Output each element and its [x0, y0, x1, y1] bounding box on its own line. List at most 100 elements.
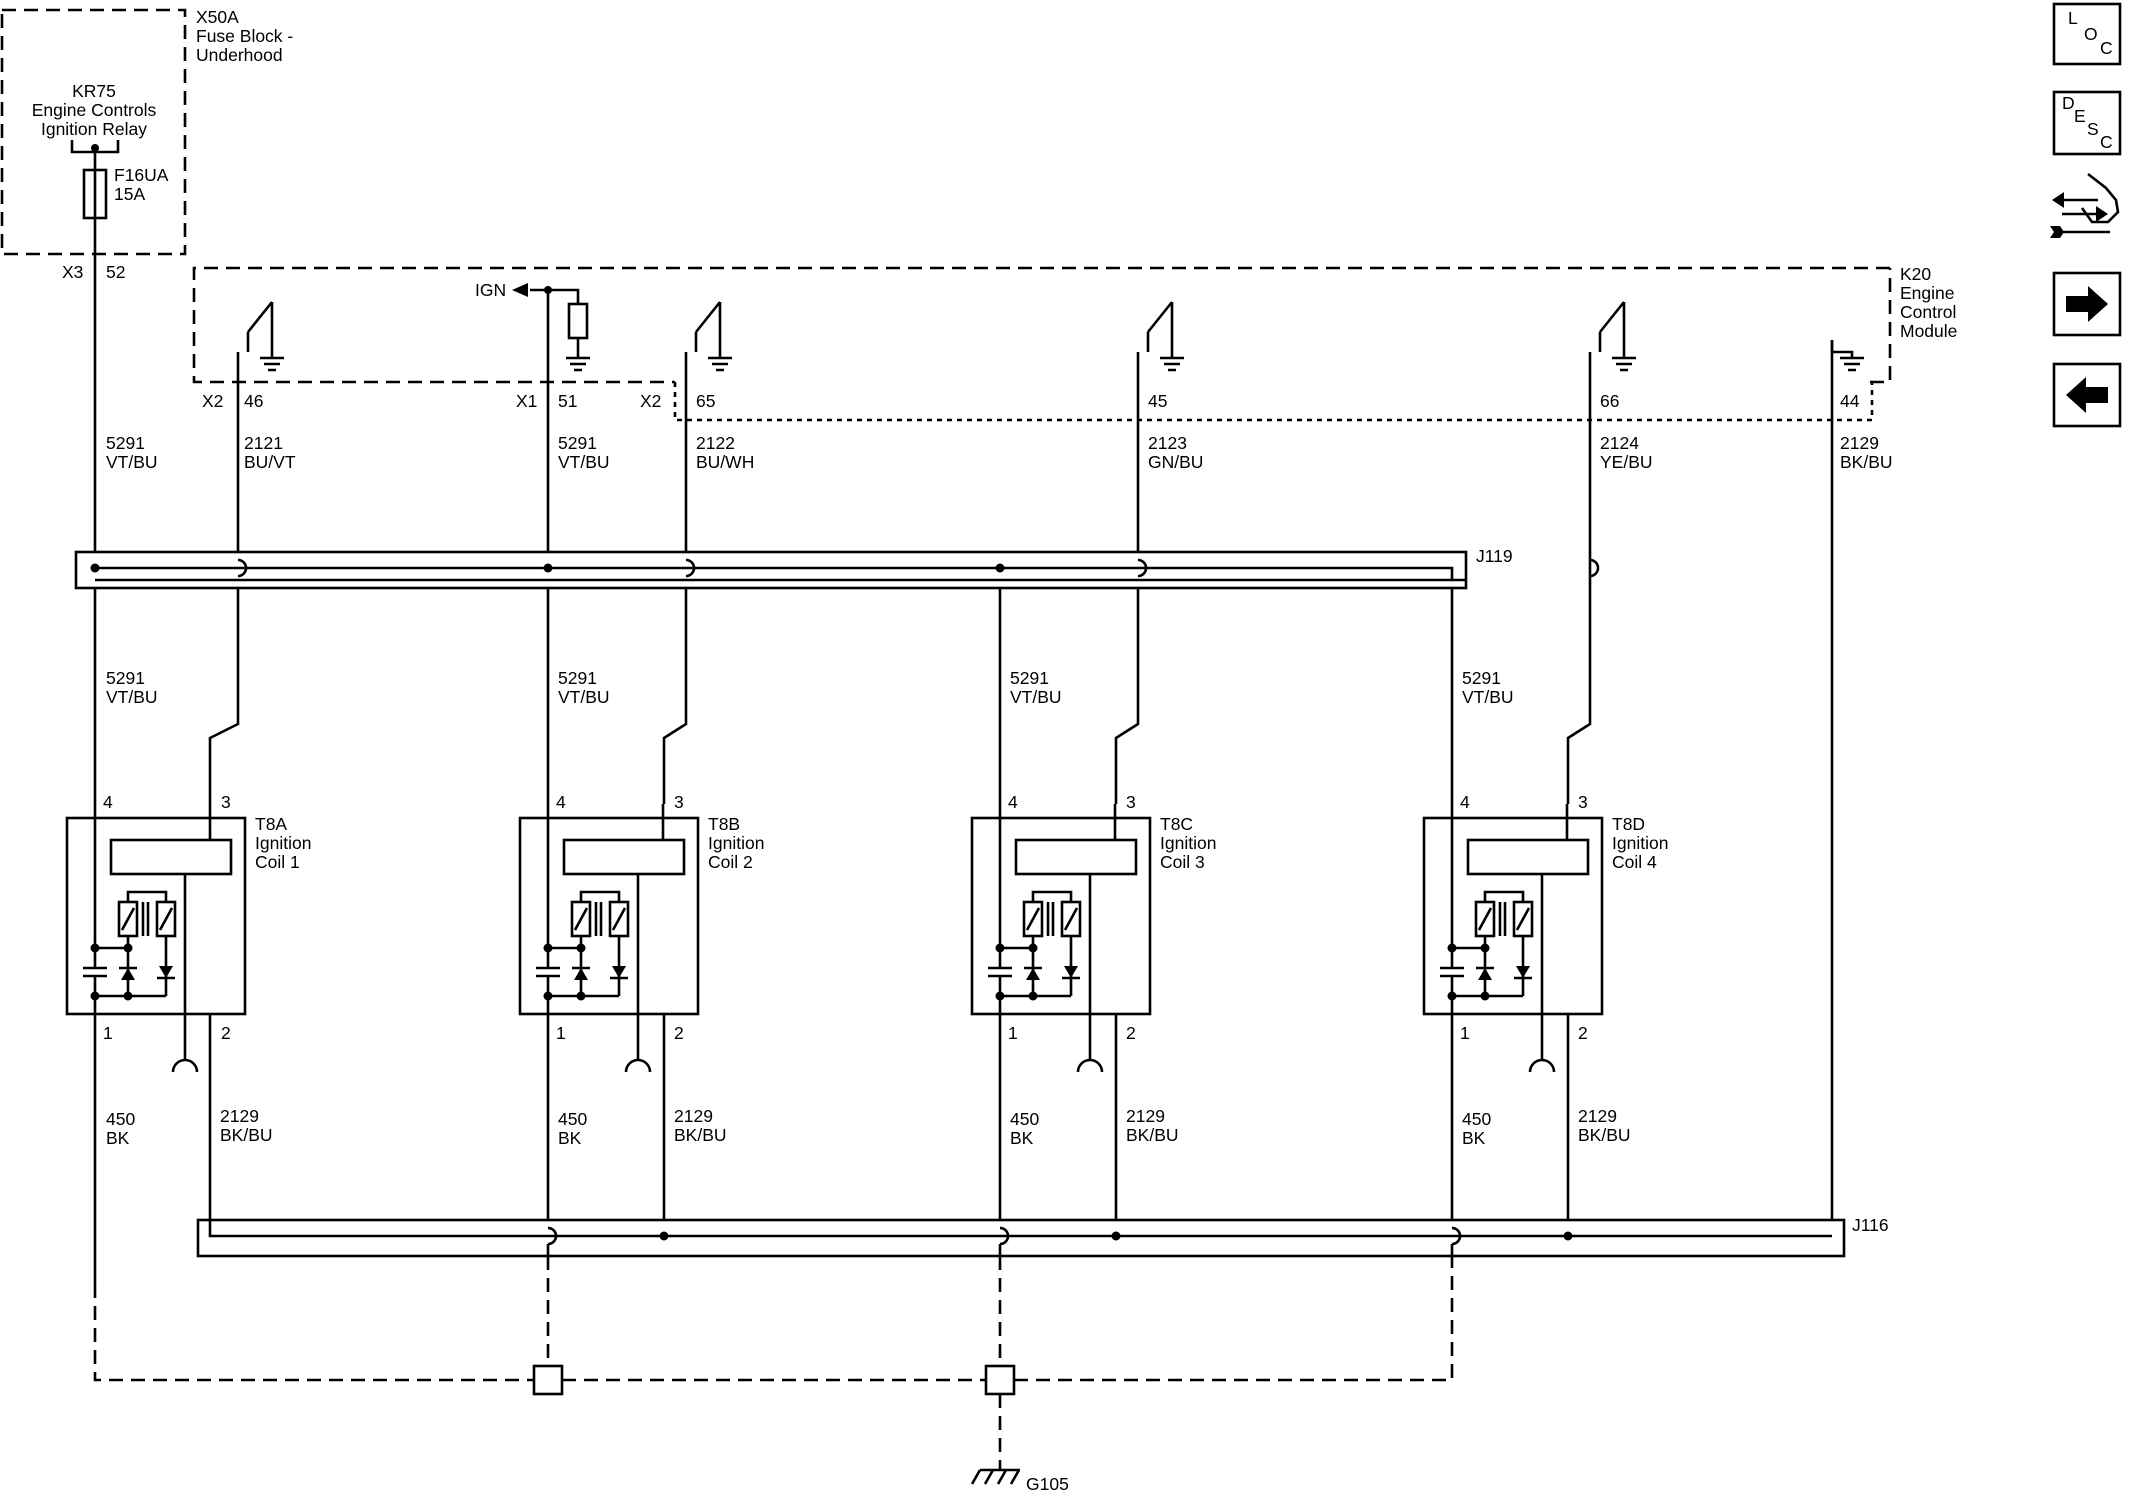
ground-44-icon	[1830, 340, 1864, 372]
ecm-title-2: Engine	[1900, 283, 1955, 303]
coil-pin-1: 1	[556, 1023, 566, 1043]
coil-pin-4: 4	[1460, 792, 1470, 812]
harness-tools-icon[interactable]	[2050, 172, 2120, 238]
driver-switch-46	[246, 301, 284, 372]
spark-plug-icon	[1528, 1014, 1556, 1073]
fuse-label-2: 15A	[114, 184, 145, 204]
fuse-label-1: F16UA	[114, 165, 169, 185]
desc-letter: D	[2062, 93, 2075, 113]
fuse-block-title-2: Fuse Block -	[196, 26, 293, 46]
wire-label: BK/BU	[1126, 1125, 1179, 1145]
coil-pin-2: 2	[674, 1023, 684, 1043]
coil-name: Ignition	[708, 833, 764, 853]
arrow-right-icon	[2066, 286, 2108, 322]
wire-label: BK/BU	[674, 1125, 727, 1145]
wire-label: 2129	[1840, 433, 1879, 453]
coil-id: T8A	[255, 814, 287, 834]
wire-label: VT/BU	[1010, 687, 1062, 707]
wire-label: 5291	[1462, 668, 1501, 688]
spark-plug-icon	[171, 1014, 199, 1073]
driver-switch-65	[694, 301, 732, 372]
spark-plug-icon	[624, 1014, 652, 1073]
diode-icon	[574, 968, 588, 980]
wire-label: BU/VT	[244, 452, 296, 472]
coil-lower-labels: 450 BK 2129 BK/BU 450 BK 2129 BK/BU 450 …	[106, 1106, 1631, 1148]
diode-icon	[1064, 966, 1078, 978]
coil-pin-4: 4	[556, 792, 566, 812]
top-wire-labels: 5291 VT/BU 2121 BU/VT 5291 VT/BU 2122 BU…	[106, 433, 1893, 472]
relay-label-3: Ignition Relay	[41, 119, 147, 139]
coil-pin-1: 1	[1460, 1023, 1470, 1043]
coil-name: Ignition	[1160, 833, 1216, 853]
wire-label: 5291	[558, 433, 597, 453]
arrow-left-icon	[2066, 377, 2108, 413]
wire-label: BU/WH	[696, 452, 754, 472]
diode-icon	[1026, 968, 1040, 980]
coil-number: Coil 2	[708, 852, 753, 872]
coil-pin-3: 3	[221, 792, 231, 812]
wire-label: 450	[1462, 1109, 1491, 1129]
driver-switch-45	[1146, 301, 1184, 372]
relay-label-1: KR75	[72, 81, 116, 101]
coil-number: Coil 4	[1612, 852, 1657, 872]
wire-label: 5291	[558, 668, 597, 688]
pin-44: 44	[1840, 391, 1860, 411]
wire-label: 5291	[106, 433, 145, 453]
wire-label: 2129	[1126, 1106, 1165, 1126]
wire-label: 450	[1010, 1109, 1039, 1129]
pin-conn-51: X1	[516, 391, 537, 411]
wire-label: BK	[558, 1128, 582, 1148]
fuse-block-title-1: X50A	[196, 7, 239, 27]
desc-button[interactable]: D E S C	[2052, 90, 2122, 156]
wire-label: 5291	[1010, 668, 1049, 688]
pin-66: 66	[1600, 391, 1619, 411]
ground-label: G105	[1026, 1474, 1069, 1493]
loc-button[interactable]: L O C	[2052, 2, 2122, 66]
ground-connector-icon	[984, 1364, 1016, 1396]
wire-label: VT/BU	[106, 452, 158, 472]
coil-pin-2: 2	[1578, 1023, 1588, 1043]
wire-label: 2121	[244, 433, 283, 453]
wire-label: GN/BU	[1148, 452, 1203, 472]
coil-driver-icon	[562, 838, 686, 876]
wire-label: 5291	[106, 668, 145, 688]
forward-button[interactable]	[2052, 271, 2122, 337]
coil-pin-3: 3	[674, 792, 684, 812]
coil-pin-3: 3	[1578, 792, 1588, 812]
splice-j116-label: J116	[1852, 1215, 1889, 1235]
wire-label: 2129	[220, 1106, 259, 1126]
ign-input: IGN	[475, 280, 590, 372]
coil-id: T8C	[1160, 814, 1193, 834]
back-button[interactable]	[2052, 362, 2122, 428]
ecm-title-1: K20	[1900, 264, 1931, 284]
loc-letter: L	[2068, 8, 2078, 28]
coil-pin-3: 3	[1126, 792, 1136, 812]
splice-j119-label: J119	[1476, 546, 1513, 566]
x3-pin: 52	[106, 262, 125, 282]
relay-label-2: Engine Controls	[32, 100, 157, 120]
coil-id: T8B	[708, 814, 740, 834]
wire-label: BK/BU	[220, 1125, 273, 1145]
wire-label: YE/BU	[1600, 452, 1653, 472]
ecm-title-3: Control	[1900, 302, 1956, 322]
wire-label: BK/BU	[1840, 452, 1893, 472]
pin-conn-65: X2	[640, 391, 661, 411]
wire-label: 2129	[674, 1106, 713, 1126]
coil-pin-2: 2	[1126, 1023, 1136, 1043]
splice-j119: J119	[74, 546, 1600, 590]
coil-pin-2: 2	[221, 1023, 231, 1043]
coil-number: Coil 1	[255, 852, 300, 872]
coil-driver-icon	[1014, 838, 1138, 876]
pin-51: 51	[558, 391, 577, 411]
diode-icon	[1516, 966, 1530, 978]
diode-icon	[159, 966, 173, 978]
lower-wires	[93, 1014, 1570, 1284]
driver-switch-66	[1598, 301, 1636, 372]
wire-label: VT/BU	[1462, 687, 1514, 707]
wire-label: BK	[1462, 1128, 1486, 1148]
wires	[93, 218, 1834, 1236]
coil-pin-1: 1	[103, 1023, 113, 1043]
